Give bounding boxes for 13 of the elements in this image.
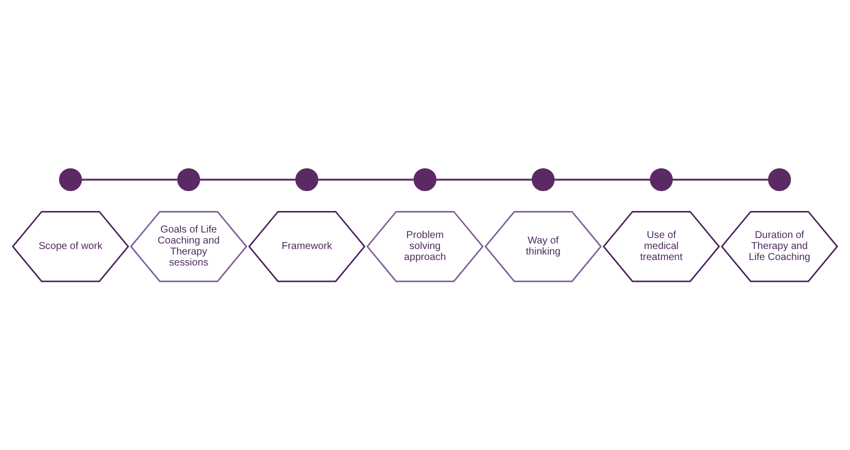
node-circle — [59, 168, 82, 192]
node-circle — [414, 168, 436, 192]
connector — [436, 178, 532, 181]
node-circle — [177, 168, 200, 192]
node-circle — [650, 168, 673, 192]
node-circle — [295, 168, 318, 192]
connector — [200, 178, 296, 181]
connector — [554, 178, 650, 181]
connector — [318, 178, 414, 181]
node-circle — [768, 168, 791, 192]
connector — [672, 178, 768, 181]
node-circle — [532, 168, 555, 192]
connector — [82, 178, 178, 181]
